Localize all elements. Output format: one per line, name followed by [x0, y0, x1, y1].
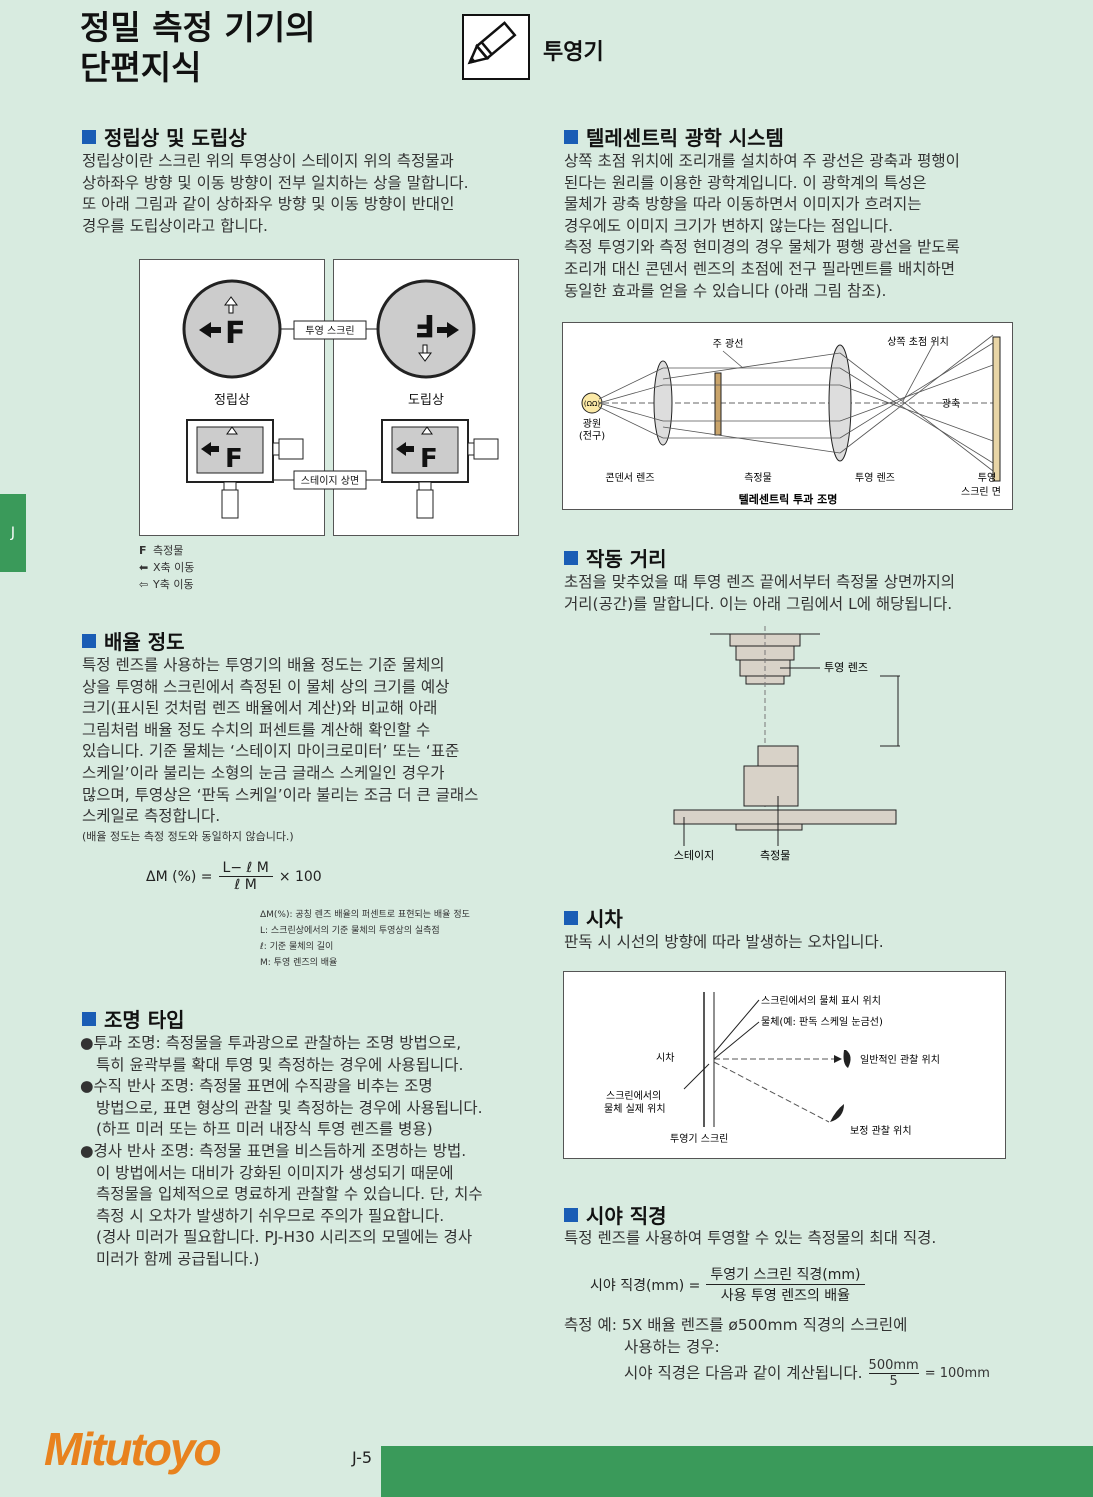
svg-text:주 광선: 주 광선: [713, 338, 744, 350]
erect-inverted-diagram: F F 투영 스크린 정립상 도립상 F F 스테이지 상면: [182, 279, 499, 519]
stage-label: 스테이지 상면: [301, 475, 359, 487]
list-item: ●경사 반사 조명: 측정물 표면을 비스듬하게 조명하는 방법. 이 방법에서…: [80, 1141, 483, 1268]
erect-letter: F: [225, 316, 246, 351]
section-heading-telecentric: 텔레센트릭 광학 시스템: [564, 122, 784, 151]
svg-text:측정물: 측정물: [760, 849, 790, 862]
page-title: 정밀 측정 기기의 단편지식: [80, 8, 316, 88]
section-heading-fov: 시야 직경: [564, 1200, 667, 1229]
list-item: ●수직 반사 조명: 측정물 표면에 수직광을 비추는 조명 방법으로, 표면 …: [80, 1077, 483, 1139]
working-text: 초점을 맞추었을 때 투영 렌즈 끝에서부터 측정물 상면까지의 거리(공간)를…: [564, 573, 955, 613]
pencil-icon: [462, 14, 530, 80]
svg-text:물체 실제 위치: 물체 실제 위치: [604, 1102, 666, 1115]
screen-label: 투영 스크린: [305, 325, 354, 337]
svg-text:(전구): (전구): [579, 430, 605, 442]
svg-text:광축: 광축: [942, 398, 960, 410]
erect-label: 정립상: [214, 393, 250, 408]
square-bullet-icon: [82, 129, 96, 144]
inverted-label: 도립상: [408, 393, 444, 408]
svg-text:(ΩΩ): (ΩΩ): [584, 400, 600, 408]
square-bullet-icon: [82, 633, 96, 648]
section-heading-erect: 정립상 및 도립상: [82, 122, 247, 151]
svg-text:F: F: [420, 444, 438, 474]
inverted-letter: F: [415, 307, 436, 342]
svg-text:콘덴서 렌즈: 콘덴서 렌즈: [605, 472, 654, 484]
fov-formula: 시야 직경(mm) = 투영기 스크린 직경(mm) 사용 투영 렌즈의 배율: [590, 1264, 865, 1305]
page-number: J-5: [352, 1448, 373, 1467]
svg-text:스크린에서의: 스크린에서의: [606, 1090, 661, 1102]
svg-text:보정 관찰 위치: 보정 관찰 위치: [850, 1124, 912, 1137]
section-heading-working-distance: 작동 거리: [564, 543, 667, 572]
parallax-text: 판독 시 시선의 방향에 따라 발생하는 오차입니다.: [564, 933, 884, 951]
section-heading-parallax: 시차: [564, 903, 623, 932]
svg-text:투영 렌즈: 투영 렌즈: [855, 472, 895, 484]
footer-bar: [381, 1446, 1093, 1497]
svg-text:일반적인 관찰 위치: 일반적인 관찰 위치: [860, 1053, 940, 1066]
svg-text:텔레센트릭 투과 조명: 텔레센트릭 투과 조명: [739, 492, 838, 506]
title-line-2: 단편지식: [80, 48, 202, 87]
svg-text:광원: 광원: [583, 418, 601, 430]
list-item: ●투과 조명: 측정물을 투과광으로 관찰하는 조명 방법으로, 특히 윤곽부를…: [80, 1034, 464, 1074]
parallax-figure: 스크린에서의 물체 표시 위치 물체(예: 판독 스케일 눈금선) 시차 일반적…: [563, 971, 1006, 1159]
fov-example: 측정 예: 5X 배율 렌즈를 ø500mm 직경의 스크린에 사용하는 경우:…: [564, 1316, 990, 1390]
working-distance-diagram: 투영 렌즈 L 측정 스테이지 측정물: [670, 626, 900, 862]
erect-text: 정립상이란 스크린 위의 투영상이 스테이지 위의 측정물과 상하좌우 방향 및…: [82, 152, 469, 235]
svg-text:시차: 시차: [656, 1052, 674, 1064]
illumination-list: ●투과 조명: 측정물을 투과광으로 관찰하는 조명 방법으로, 특히 윤곽부를…: [80, 1033, 560, 1271]
section-heading-illumination: 조명 타입: [82, 1004, 185, 1033]
bulb-icon: [581, 392, 603, 414]
square-bullet-icon: [82, 1011, 96, 1026]
formula-definitions: ΔM(%): 공칭 렌즈 배율의 퍼센트로 표현되는 배율 정도 L: 스크린상…: [260, 910, 470, 968]
svg-text:측정물: 측정물: [744, 472, 772, 484]
svg-text:측정 스테이지: 측정 스테이지: [670, 849, 714, 862]
svg-text:스크린 면: 스크린 면: [961, 486, 1001, 498]
eye-icon: [830, 1050, 851, 1122]
x-arrow-icon: ⬅: [139, 561, 149, 574]
mitutoyo-logo: Mitutoyo: [44, 1423, 222, 1475]
square-bullet-icon: [564, 910, 578, 925]
category-label: 투영기: [543, 40, 604, 65]
magnification-note: (배율 정도는 측정 정도와 동일하지 않습니다.): [82, 830, 294, 843]
magnification-formula: ΔM (%) = L− ℓ M ℓ M × 100: [146, 860, 322, 893]
side-tab: J: [0, 494, 26, 572]
y-arrow-icon: ⇦: [139, 578, 149, 591]
svg-text:상쪽 초점 위치: 상쪽 초점 위치: [887, 335, 949, 348]
title-line-1: 정밀 측정 기기의: [80, 8, 316, 47]
telecentric-text: 상쪽 초점 위치에 조리개를 설치하여 주 광선은 광축과 평행이 된다는 원리…: [564, 152, 960, 300]
svg-text:투영: 투영: [978, 472, 996, 484]
magnification-text: 특정 렌즈를 사용하는 투영기의 배율 정도는 기준 물체의 상을 투영해 스크…: [82, 656, 479, 826]
telecentric-figure: (ΩΩ) 주 광선 상쪽 초점 위치 광축 광원 (전구) 콘덴서 렌즈 측정물…: [562, 322, 1013, 510]
svg-text:F: F: [225, 444, 243, 474]
square-bullet-icon: [564, 550, 578, 565]
svg-text:스크린에서의 물체 표시 위치: 스크린에서의 물체 표시 위치: [761, 994, 881, 1007]
square-bullet-icon: [564, 1207, 578, 1222]
section-heading-magnification: 배율 정도: [82, 626, 185, 655]
fov-text: 특정 렌즈를 사용하여 투영할 수 있는 측정물의 최대 직경.: [564, 1229, 937, 1247]
svg-text:투영기 스크린: 투영기 스크린: [670, 1133, 728, 1145]
svg-text:투영 렌즈: 투영 렌즈: [824, 661, 868, 674]
svg-text:물체(예: 판독 스케일 눈금선): 물체(예: 판독 스케일 눈금선): [761, 1016, 883, 1028]
square-bullet-icon: [564, 129, 578, 144]
